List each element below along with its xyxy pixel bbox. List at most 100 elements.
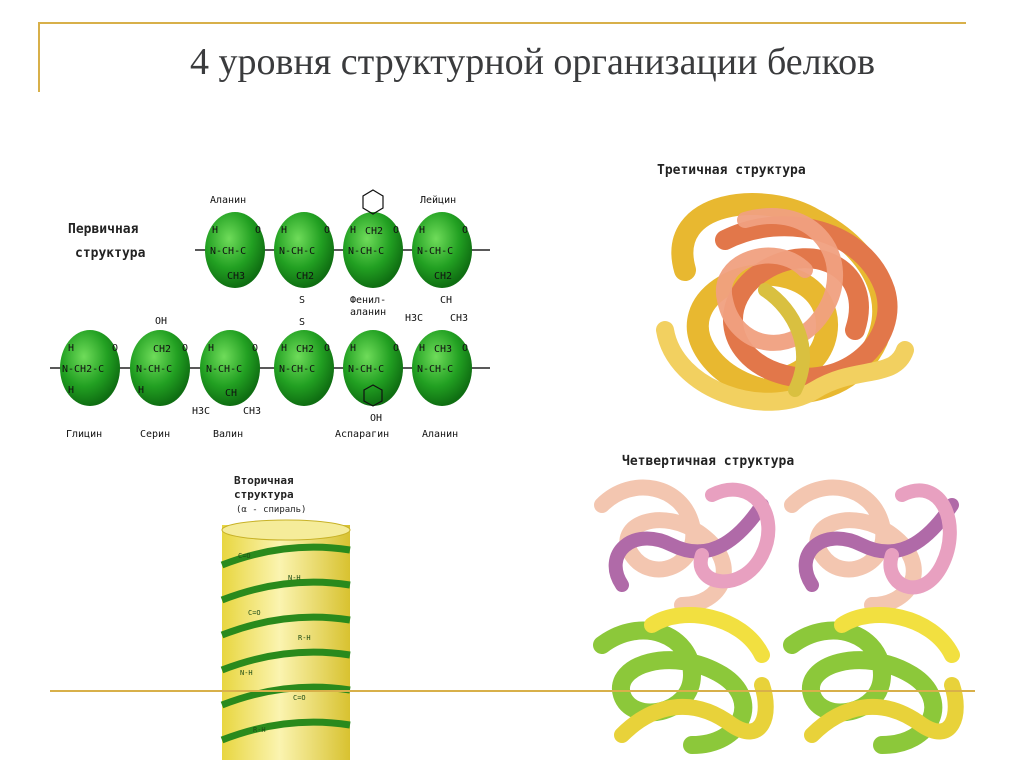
side-ch2: CH2 <box>296 344 314 355</box>
secondary-label-line2: структура <box>234 488 294 501</box>
side-h3c: H3C <box>192 406 210 417</box>
residue-name: Валин <box>213 429 243 440</box>
residue-ball <box>60 330 120 406</box>
side-ch: CH <box>440 295 452 306</box>
svg-text:N-H: N-H <box>240 669 253 677</box>
frame-bottom-line <box>50 690 975 692</box>
svg-text:N-H: N-H <box>288 574 301 582</box>
side-ch3: CH3 <box>450 313 468 324</box>
atom-h: H <box>281 343 287 354</box>
secondary-structure-panel: Вторичная структура (α - спираль) C=O N-H… <box>218 470 356 762</box>
tertiary-ribbons <box>656 193 914 411</box>
bond-text: N-CH-C <box>279 246 315 257</box>
side-ch3: CH3 <box>243 406 261 417</box>
atom-h: H <box>208 343 214 354</box>
svg-text:R-H: R-H <box>253 726 266 734</box>
secondary-label-line1: Вторичная <box>234 474 294 487</box>
residue-ball <box>343 330 403 406</box>
atom-o: O <box>462 225 468 236</box>
residue-name: Фенил- <box>350 295 386 306</box>
quaternary-label: Четвертичная структура <box>622 454 794 469</box>
side-h3c: H3C <box>405 313 423 324</box>
side-ch2: CH2 <box>434 271 452 282</box>
quaternary-ribbons-top <box>594 479 959 613</box>
bond-text: N-CH-C <box>417 246 453 257</box>
residue-name: Лейцин <box>420 194 456 206</box>
primary-structure-diagram: Первичная структура N-CH-C N-CH-C N-CH-C… <box>50 189 490 440</box>
disulfide-s: S <box>299 317 305 328</box>
atom-h: H <box>68 385 74 396</box>
benzene-ring-icon <box>363 384 383 407</box>
atom-h: H <box>419 343 425 354</box>
residue-ball <box>200 330 260 406</box>
svg-text:C=O: C=O <box>248 609 261 617</box>
residue-ball <box>412 212 472 288</box>
tertiary-structure-diagram: Третичная структура <box>656 163 914 411</box>
residue-name: Аланин <box>210 195 246 206</box>
bond-text: N-CH2-C <box>62 364 104 375</box>
bottom-chain <box>60 330 472 406</box>
residue-ball <box>205 212 265 288</box>
quaternary-ribbons-bottom <box>593 607 964 754</box>
atom-o: O <box>182 343 188 354</box>
atom-o: O <box>112 343 118 354</box>
helix-bands <box>220 543 351 744</box>
atom-h: H <box>68 343 74 354</box>
residue-name: Аспарагин <box>335 429 389 440</box>
atom-o: O <box>252 343 258 354</box>
atom-o: O <box>462 343 468 354</box>
quaternary-structure-panel: Четвертичная структура <box>592 445 967 760</box>
atom-h: H <box>212 225 218 236</box>
residue-ball <box>130 330 190 406</box>
residue-name: аланин <box>350 307 386 318</box>
residue-name: Глицин <box>66 429 102 440</box>
primary-label-line2: структура <box>75 246 146 261</box>
atom-h: H <box>350 343 356 354</box>
alpha-helix-diagram: Вторичная структура (α - спираль) C=O N-H… <box>220 474 351 760</box>
frame-left-line <box>38 22 40 92</box>
bond-text: N-CH-C <box>279 364 315 375</box>
atom-h: H <box>138 385 144 396</box>
side-ch3: CH3 <box>434 344 452 355</box>
slide-title: 4 уровня структурной организации белков <box>190 41 876 83</box>
secondary-label-line3: (α - спираль) <box>236 505 306 515</box>
tertiary-structure-panel: Третичная структура <box>645 150 930 430</box>
side-ch2: CH2 <box>365 226 383 237</box>
side-ch: CH <box>225 388 237 399</box>
disulfide-s: S <box>299 295 305 306</box>
svg-text:C=O: C=O <box>293 694 306 702</box>
bond-text: N-CH-C <box>206 364 242 375</box>
atom-h: H <box>419 225 425 236</box>
quaternary-structure-diagram: Четвертичная структура <box>593 454 964 754</box>
residue-ball <box>274 330 334 406</box>
side-ch3: CH3 <box>227 271 245 282</box>
tertiary-label: Третичная структура <box>657 163 806 178</box>
helix-atom-marks: C=O N-H C=O R-H N-H C=O R-H <box>238 552 311 734</box>
frame-top-line <box>38 22 966 24</box>
bond-text: N-CH-C <box>136 364 172 375</box>
atom-o: O <box>324 225 330 236</box>
atom-o: O <box>393 225 399 236</box>
benzene-ring-icon <box>362 189 384 215</box>
primary-label-line1: Первичная <box>68 222 139 237</box>
atom-h: H <box>281 225 287 236</box>
side-ch2: CH2 <box>296 271 314 282</box>
residue-ball <box>274 212 334 288</box>
top-chain <box>205 212 472 288</box>
residue-name: Серин <box>140 429 170 440</box>
atom-o: O <box>324 343 330 354</box>
residue-ball <box>343 212 403 288</box>
svg-text:C=O: C=O <box>238 552 251 560</box>
side-oh: OH <box>155 316 167 327</box>
atom-h: H <box>350 225 356 236</box>
svg-text:R-H: R-H <box>298 634 311 642</box>
atom-o: O <box>393 343 399 354</box>
primary-structure-panel: Первичная структура N-CH-C N-CH-C N-CH-C… <box>50 185 505 440</box>
side-oh: OH <box>370 413 382 424</box>
residue-ball <box>412 330 472 406</box>
bond-text: N-CH-C <box>348 246 384 257</box>
side-ch2: CH2 <box>153 344 171 355</box>
bond-text: N-CH-C <box>348 364 384 375</box>
bond-text: N-CH-C <box>417 364 453 375</box>
bond-text: N-CH-C <box>210 246 246 257</box>
